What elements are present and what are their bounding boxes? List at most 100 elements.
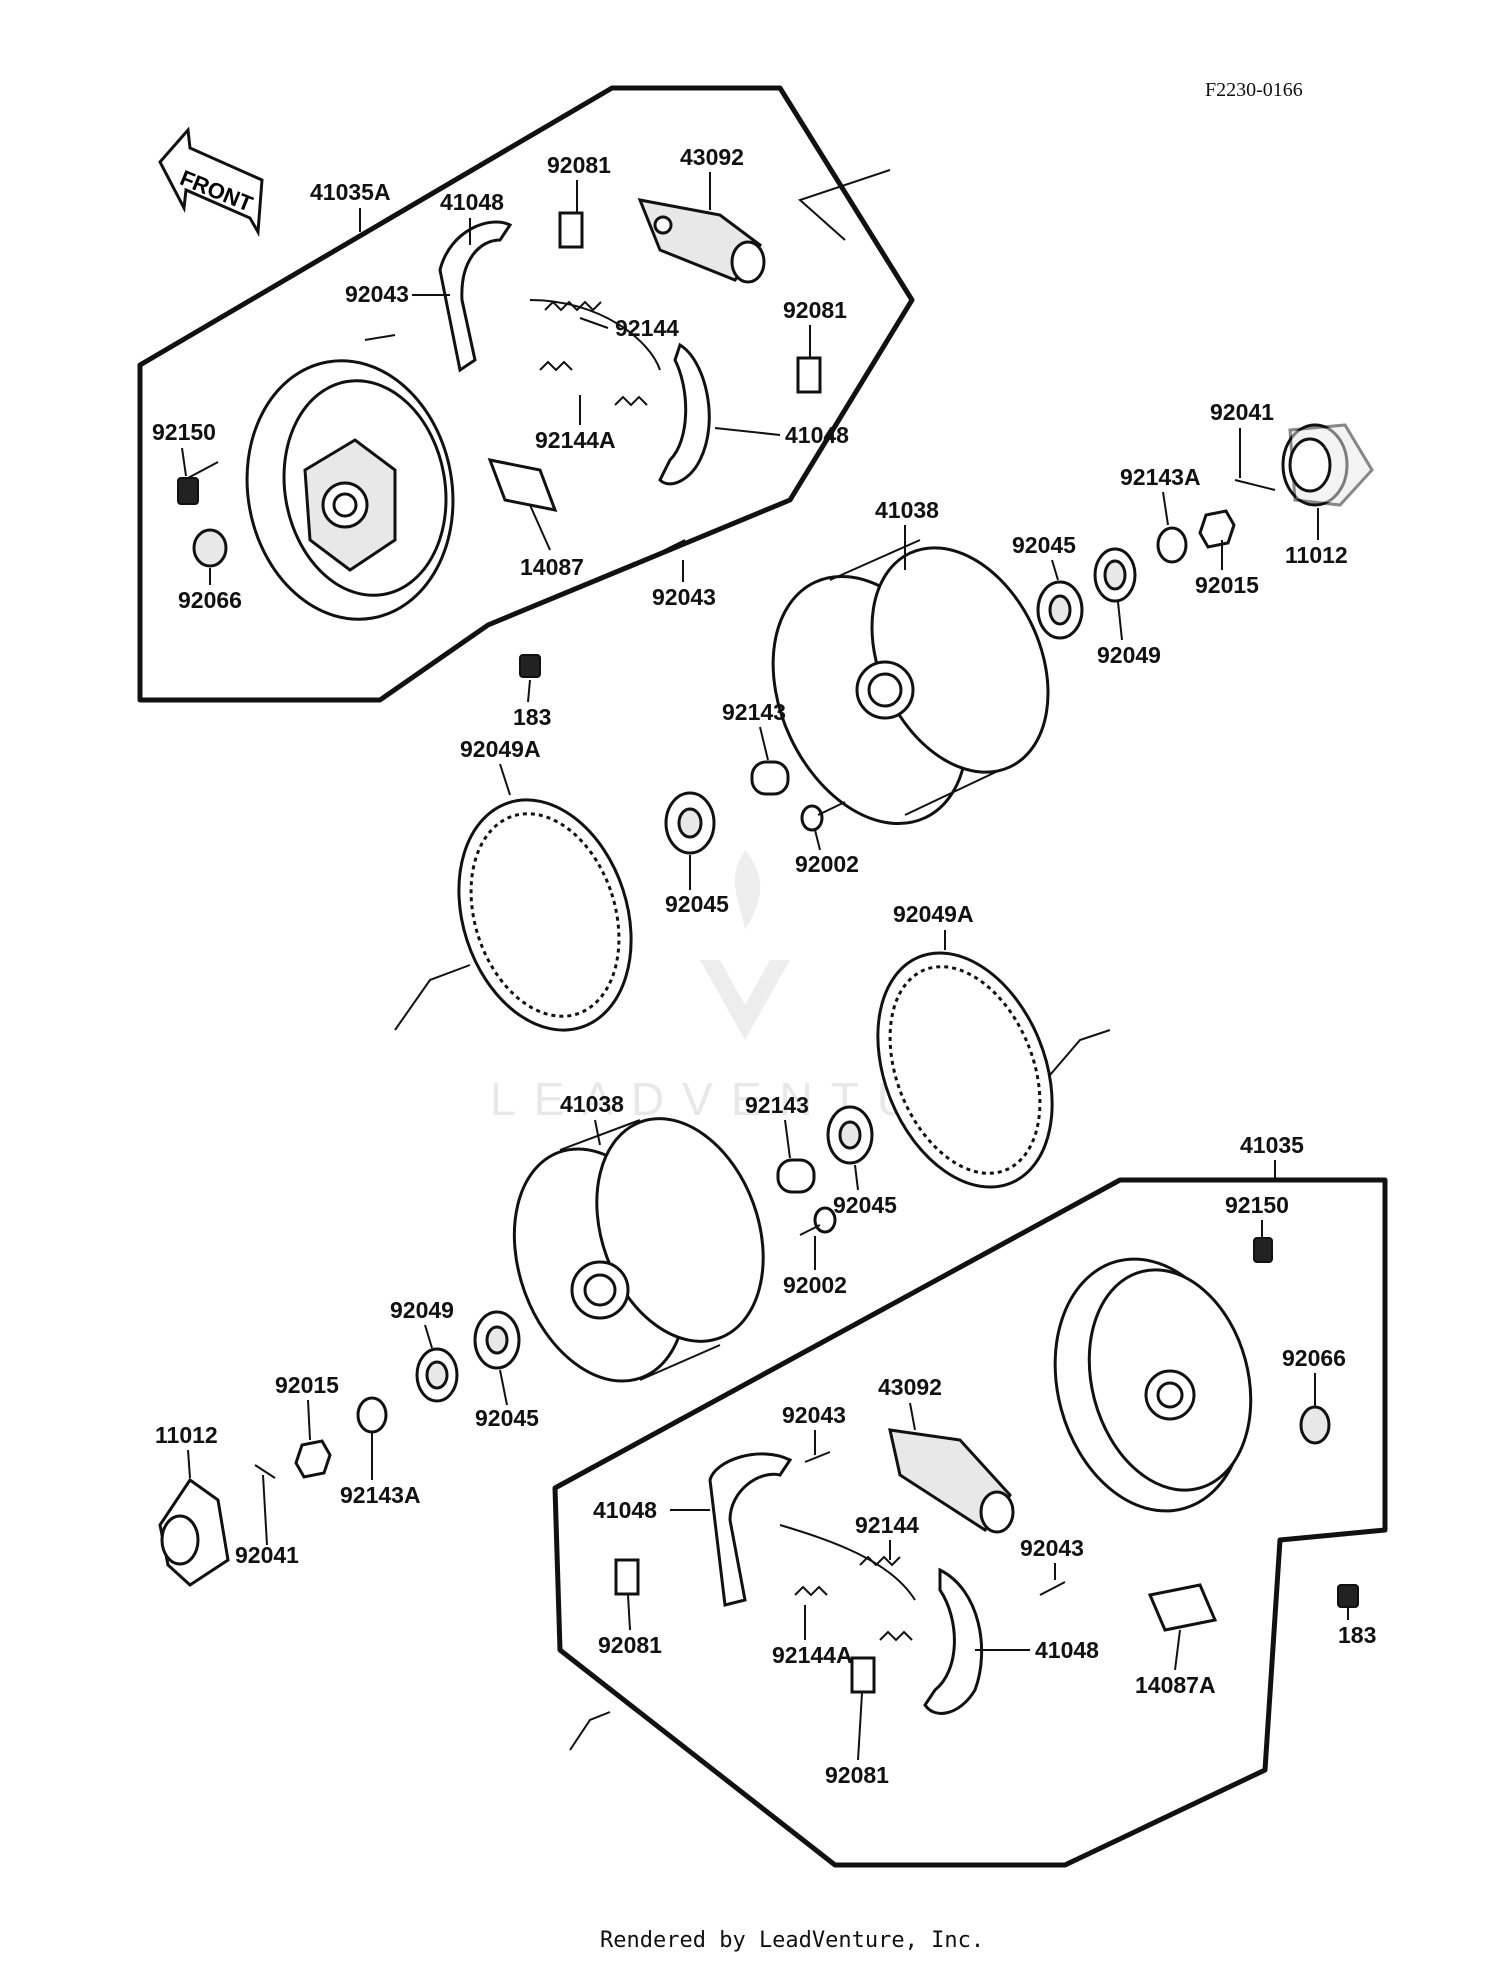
label-92015-b: 92015 xyxy=(275,1372,339,1398)
bottom-seal-92049 xyxy=(415,1347,459,1403)
bottom-pin-92043-a xyxy=(804,1451,831,1463)
label-92081-b: 92081 xyxy=(783,297,847,323)
bottom-wheel-cylinder-43092 xyxy=(888,1428,1015,1534)
top-spring-92144 xyxy=(529,299,661,371)
label-92144-b: 92144 xyxy=(855,1512,919,1538)
bottom-brake-shoe-left xyxy=(708,1452,793,1607)
mid-bolt-92002 xyxy=(799,1206,837,1236)
front-arrow: FRONT xyxy=(158,126,264,237)
top-clip-92081-b xyxy=(796,356,822,394)
pointer-tick-c xyxy=(569,1711,611,1751)
bottom-clip-92081-b xyxy=(850,1656,876,1694)
label-92144A-a: 92144A xyxy=(535,427,616,453)
top-drum-41038 xyxy=(771,539,1050,826)
top-cotter-pin-92041 xyxy=(1234,479,1276,491)
bottom-spring-92144 xyxy=(779,1524,916,1601)
top-seal-92049-a xyxy=(1093,547,1137,603)
label-11012-b: 11012 xyxy=(155,1422,218,1448)
label-92043-c: 92043 xyxy=(782,1402,846,1428)
top-spacer-92143A xyxy=(1156,526,1188,564)
top-wheel-cylinder-43092 xyxy=(637,198,766,284)
label-14087A: 14087A xyxy=(1135,1672,1216,1698)
bottom-plate-14087A xyxy=(1147,1583,1218,1632)
bottom-cotter-pin-92041 xyxy=(254,1464,276,1479)
label-92066-a: 92066 xyxy=(178,587,242,613)
label-41038-b: 41038 xyxy=(560,1091,624,1117)
mid-spacer-92143 xyxy=(776,1158,816,1194)
top-bolt-92002 xyxy=(800,801,846,832)
label-92049-a: 92049 xyxy=(1097,642,1161,668)
label-92043-a: 92043 xyxy=(345,281,409,307)
top-hub-cap-11012 xyxy=(1281,423,1374,507)
right-tire-ring-92049A xyxy=(876,951,1054,1189)
top-clip-92081-a xyxy=(558,211,584,249)
label-92002-b: 92002 xyxy=(783,1272,847,1298)
figure-code: F2230-0166 xyxy=(1205,79,1303,101)
top-pin-92043-a xyxy=(364,334,396,341)
top-bolt-92150 xyxy=(177,461,219,505)
top-nut-92015 xyxy=(1198,509,1236,549)
label-92049A-a: 92049A xyxy=(460,736,541,762)
label-92144A-b: 92144A xyxy=(772,1642,853,1668)
pointer-tick-a xyxy=(394,964,471,1031)
label-92143A-a: 92143A xyxy=(1120,464,1201,490)
top-plug-92066 xyxy=(192,528,228,568)
top-assembly-outline xyxy=(137,85,915,703)
label-92045-a: 92045 xyxy=(1012,532,1076,558)
label-92015-a: 92015 xyxy=(1195,572,1259,598)
label-92150-a: 92150 xyxy=(152,419,216,445)
label-92043-b: 92043 xyxy=(652,584,716,610)
top-brake-shoe-lower xyxy=(658,342,711,486)
bottom-assembly-outline xyxy=(552,1177,1388,1868)
label-41035A: 41035A xyxy=(310,179,391,205)
label-92144-a: 92144 xyxy=(615,315,679,341)
label-183-a: 183 xyxy=(513,704,551,730)
label-92045-d: 92045 xyxy=(475,1405,539,1431)
label-11012-a: 11012 xyxy=(1285,542,1348,568)
label-41048-a: 41048 xyxy=(440,189,504,215)
bottom-spacer-92143A xyxy=(356,1396,388,1434)
footer-credit: Rendered by LeadVenture, Inc. xyxy=(600,1928,984,1953)
left-tire-ring-92049A xyxy=(457,798,633,1032)
label-92066-b: 92066 xyxy=(1282,1345,1346,1371)
top-bearing-92045-a xyxy=(1036,580,1084,640)
label-92143A-b: 92143A xyxy=(340,1482,421,1508)
bottom-drum-41038 xyxy=(512,1117,765,1383)
bottom-bearing-92045-d xyxy=(473,1310,521,1370)
top-spring-92144A xyxy=(539,360,648,407)
label-41048-d: 41048 xyxy=(1035,1637,1099,1663)
bottom-pin-92043-b xyxy=(1039,1581,1066,1596)
pointer-tick-b xyxy=(1049,1029,1111,1076)
pointer-tick-d xyxy=(798,169,891,241)
top-bolt-183 xyxy=(519,654,541,678)
label-92045-b: 92045 xyxy=(665,891,729,917)
mid-bearing-92045-c xyxy=(826,1105,874,1165)
bottom-hub-cap-11012 xyxy=(158,1477,230,1587)
label-41038-a: 41038 xyxy=(875,497,939,523)
label-92041-a: 92041 xyxy=(1210,399,1274,425)
label-92081-a: 92081 xyxy=(547,152,611,178)
label-92041-b: 92041 xyxy=(235,1542,299,1568)
label-14087: 14087 xyxy=(520,554,584,580)
bottom-bolt-92150 xyxy=(1253,1237,1273,1263)
label-92143-a: 92143 xyxy=(722,699,786,725)
bottom-bolt-183 xyxy=(1337,1584,1359,1608)
bottom-clip-92081-a xyxy=(614,1558,640,1596)
bottom-plug-92066 xyxy=(1299,1405,1331,1445)
label-183-b: 183 xyxy=(1338,1622,1376,1648)
label-41048-b: 41048 xyxy=(785,422,849,448)
bottom-backing-plate xyxy=(1053,1257,1253,1513)
bottom-spring-92144A xyxy=(794,1585,913,1642)
label-92143-b: 92143 xyxy=(745,1092,809,1118)
label-92081-d: 92081 xyxy=(825,1762,889,1788)
top-brake-shoe-upper xyxy=(438,220,513,373)
label-41048-c: 41048 xyxy=(593,1497,657,1523)
label-92049A-b: 92049A xyxy=(893,901,974,927)
bottom-brake-shoe-right xyxy=(923,1567,984,1715)
label-43092-a: 43092 xyxy=(680,144,744,170)
leader-lines xyxy=(181,172,1349,1761)
label-92043-d: 92043 xyxy=(1020,1535,1084,1561)
top-backing-plate xyxy=(245,359,455,621)
bottom-nut-92015 xyxy=(294,1439,332,1479)
